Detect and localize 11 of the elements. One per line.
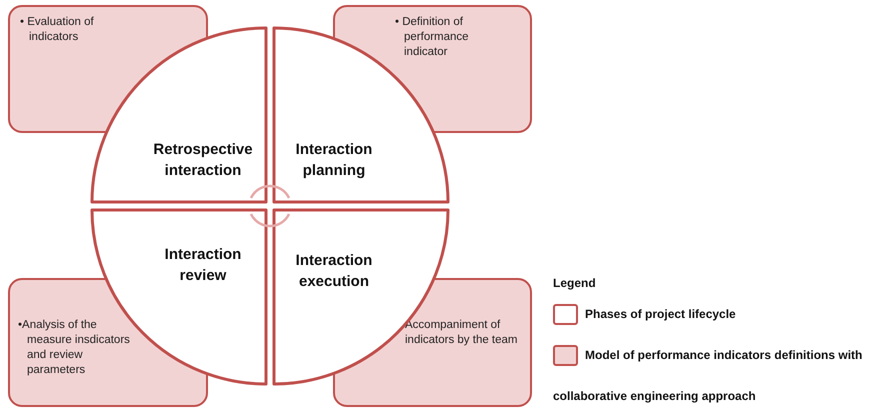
legend-title: Legend	[553, 276, 596, 290]
phase-label: Interaction review	[164, 245, 242, 286]
phase-label: Interaction execution	[294, 251, 374, 292]
phase-label: Interaction planning	[294, 140, 374, 181]
phase-label: Retrospective interaction	[152, 140, 254, 181]
box-text: •Analysis of the measure insdicators and review parameters	[18, 318, 131, 378]
box-text: • Definition of performance indicator	[395, 15, 470, 60]
legend-text: Phases of project lifecycle	[584, 306, 737, 323]
legend-text: Model of performance indicators definitions with collaborative engineering approach	[553, 347, 864, 405]
box-text: • Evaluation of indicators	[20, 15, 95, 45]
box-text: Accompaniment of indicators by the team	[405, 318, 519, 348]
